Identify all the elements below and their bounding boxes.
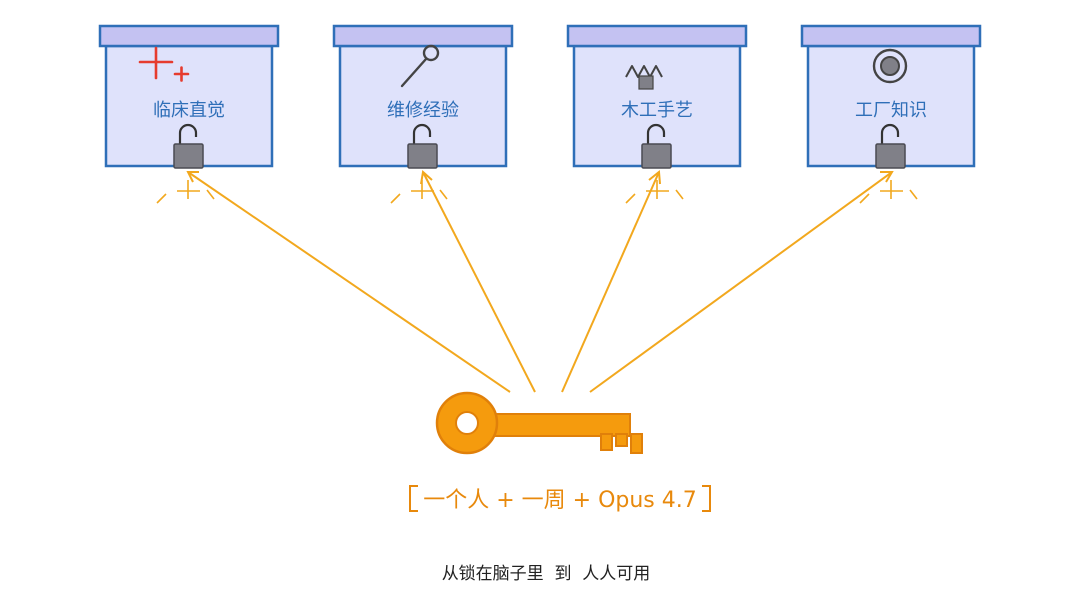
box-clinical-intuition: 临床直觉: [98, 24, 280, 169]
key-caption-text: 一个人 + 一周 + Opus 4.7: [423, 488, 697, 513]
arrow-to-box-4: [589, 171, 894, 393]
gear-icon: [872, 48, 908, 84]
box-woodworking-craft: 木工手艺: [566, 24, 748, 169]
sparkles: [156, 180, 918, 204]
box-label: 维修经验: [387, 100, 459, 121]
box-factory-knowledge: 工厂知识: [800, 24, 982, 169]
unlocked-padlock-icon: [173, 123, 204, 169]
unlocked-padlock-icon: [875, 123, 906, 169]
wrench-icon: [400, 44, 440, 88]
saw-icon: [625, 65, 663, 90]
arrow-to-box-1: [186, 171, 511, 393]
footer-tagline: 从锁在脑子里 到 人人可用: [442, 564, 651, 584]
key-icon: [435, 391, 643, 455]
arrows: [186, 170, 894, 393]
sparkle-4: [859, 180, 918, 204]
medical-cross-icon: [138, 46, 190, 82]
unlocked-padlock-icon: [641, 123, 672, 169]
unlocked-padlock-icon: [407, 123, 438, 169]
box-repair-experience: 维修经验: [332, 24, 514, 169]
sparkle-1: [156, 180, 215, 204]
sparkle-2: [390, 180, 448, 204]
box-label: 工厂知识: [855, 100, 927, 121]
key-caption: 一个人 + 一周 + Opus 4.7: [409, 485, 711, 513]
arrow-to-box-2: [420, 170, 536, 393]
arrow-to-box-3: [561, 170, 661, 393]
box-label: 木工手艺: [621, 100, 693, 121]
box-label: 临床直觉: [153, 100, 225, 121]
sparkle-3: [625, 180, 684, 204]
